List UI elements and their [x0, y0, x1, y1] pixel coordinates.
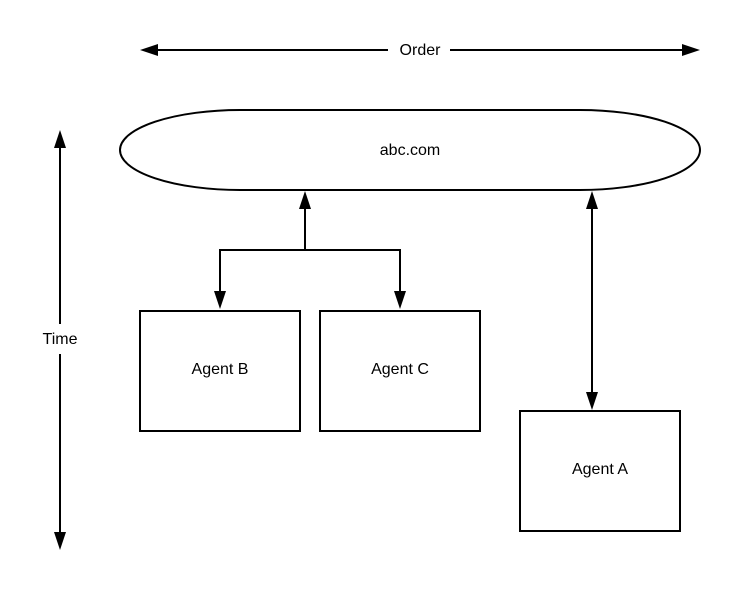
server-shape: [119, 109, 701, 191]
agent-c-arrowhead: [394, 291, 406, 309]
time-axis-label: Time: [43, 331, 78, 348]
agent-a-label: Agent A: [572, 461, 628, 478]
a-connector-up-arrowhead: [586, 191, 598, 209]
order-axis: Order: [140, 42, 700, 59]
bc-connector: [214, 191, 406, 309]
server-label: abc.com: [380, 142, 440, 159]
time-axis: Time: [43, 130, 78, 550]
agent-c-node: Agent C: [319, 310, 481, 432]
time-axis-bottom-arrowhead: [54, 532, 66, 550]
agent-b-box: [139, 310, 301, 432]
order-axis-label: Order: [400, 42, 442, 59]
server-node: abc.com: [119, 109, 701, 191]
order-axis-right-arrowhead: [682, 44, 700, 56]
agent-a-arrowhead: [586, 392, 598, 410]
a-connector: [586, 191, 598, 410]
time-axis-top-arrowhead: [54, 130, 66, 148]
agent-a-node: Agent A: [519, 410, 681, 532]
agent-a-box: [519, 410, 681, 532]
agent-b-label: Agent B: [192, 361, 249, 378]
agent-b-node: Agent B: [139, 310, 301, 432]
agent-c-label: Agent C: [371, 361, 429, 378]
agent-b-arrowhead: [214, 291, 226, 309]
bc-connector-up-arrowhead: [299, 191, 311, 209]
agent-c-box: [319, 310, 481, 432]
order-axis-left-arrowhead: [140, 44, 158, 56]
